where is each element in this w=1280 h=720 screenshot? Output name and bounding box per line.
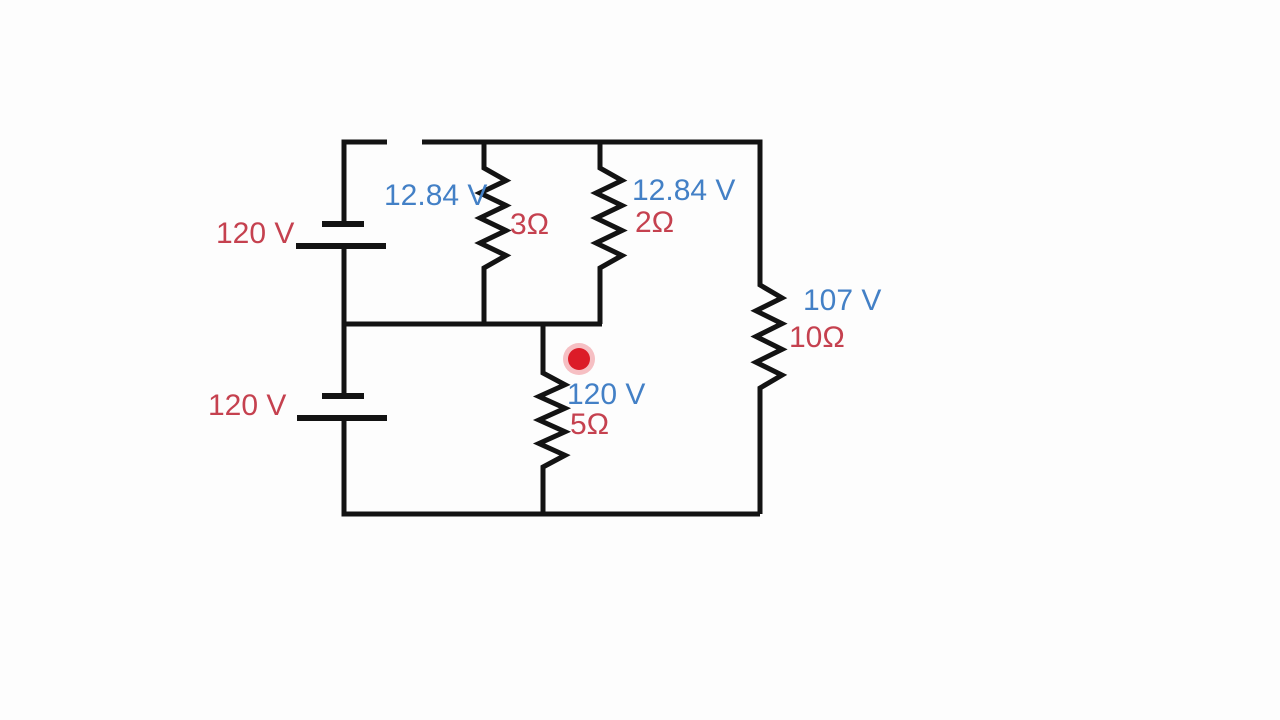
resistor-3ohm-voltage-label: 12.84 V — [384, 179, 487, 212]
battery-top-emf-label: 120 V — [216, 217, 294, 250]
battery-top — [296, 221, 386, 249]
wire-top-left-segment — [341, 139, 387, 221]
battery-bottom — [297, 393, 387, 421]
resistor-5ohm-value-label: 5Ω — [570, 408, 609, 441]
wire-bottom — [341, 421, 760, 517]
resistor-2ohm-value-label: 2Ω — [635, 206, 674, 239]
wire-right-with-resistor-10ohm — [422, 139, 788, 514]
resistor-3ohm-value-label: 3Ω — [510, 208, 549, 241]
resistor-2ohm — [590, 142, 628, 324]
resistor-10ohm-voltage-label: 107 V — [803, 284, 881, 317]
battery-bottom-emf-label: 120 V — [208, 389, 286, 422]
circuit-wires — [296, 139, 788, 517]
resistor-2ohm-voltage-label: 12.84 V — [632, 174, 735, 207]
node-marker — [563, 343, 595, 375]
resistor-5ohm — [532, 324, 572, 514]
resistor-5ohm-voltage-label: 120 V — [567, 378, 645, 411]
resistor-10ohm-value-label: 10Ω — [789, 321, 845, 354]
node-marker-dot — [568, 348, 590, 370]
resistor-3ohm — [474, 142, 512, 324]
